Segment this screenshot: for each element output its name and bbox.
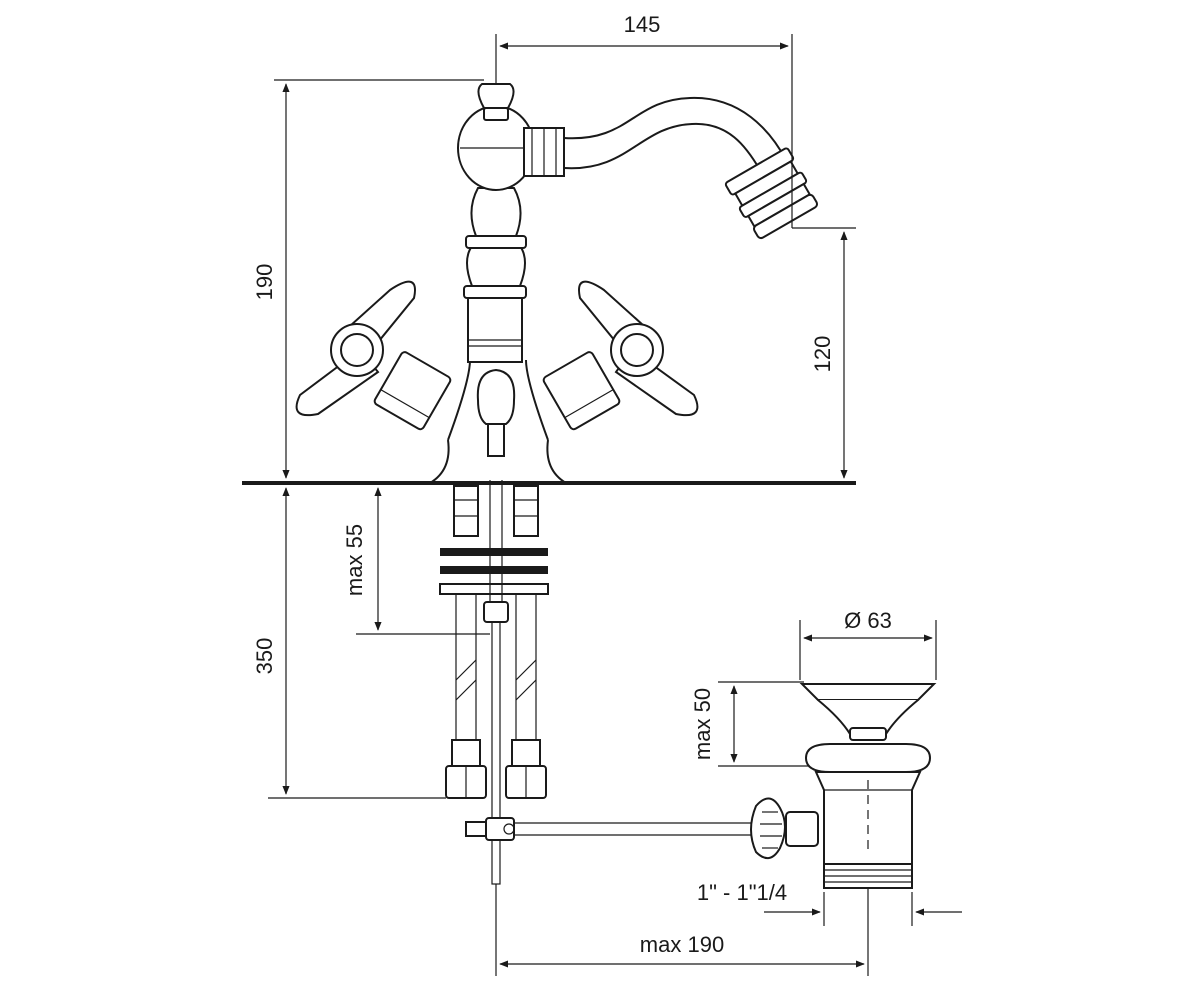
dim-label-max55: max 55: [342, 524, 367, 596]
dimension-spout-height: 120: [792, 227, 856, 479]
supply-hoses: [439, 485, 549, 799]
dimension-rod-max-length: max 190: [495, 884, 869, 976]
dimension-hose-length: 350: [252, 487, 446, 799]
dim-label-120: 120: [810, 336, 835, 373]
dimension-max-deck-thickness: max 55: [342, 487, 490, 635]
dim-label-thread: 1" - 1"1/4: [697, 880, 787, 905]
dim-label-max50: max 50: [690, 688, 715, 760]
right-cross-handle: [542, 280, 699, 431]
dimension-waste-diameter: Ø 63: [799, 608, 937, 680]
dimension-total-height: 190: [252, 79, 484, 479]
pop-up-rod: [465, 480, 756, 885]
dim-label-diameter63: Ø 63: [844, 608, 892, 633]
dim-label-max190: max 190: [640, 932, 724, 957]
dim-label-145: 145: [624, 12, 661, 37]
dim-label-190: 190: [252, 264, 277, 301]
faucet-body: [429, 83, 818, 484]
dimension-waste-max-height: max 50: [690, 681, 808, 767]
left-cross-handle: [295, 280, 452, 431]
pop-up-waste: [750, 683, 937, 889]
dimension-waste-thread: 1" - 1"1/4: [697, 880, 962, 926]
dim-label-350: 350: [252, 638, 277, 675]
dimension-spout-reach: 145: [495, 12, 793, 228]
